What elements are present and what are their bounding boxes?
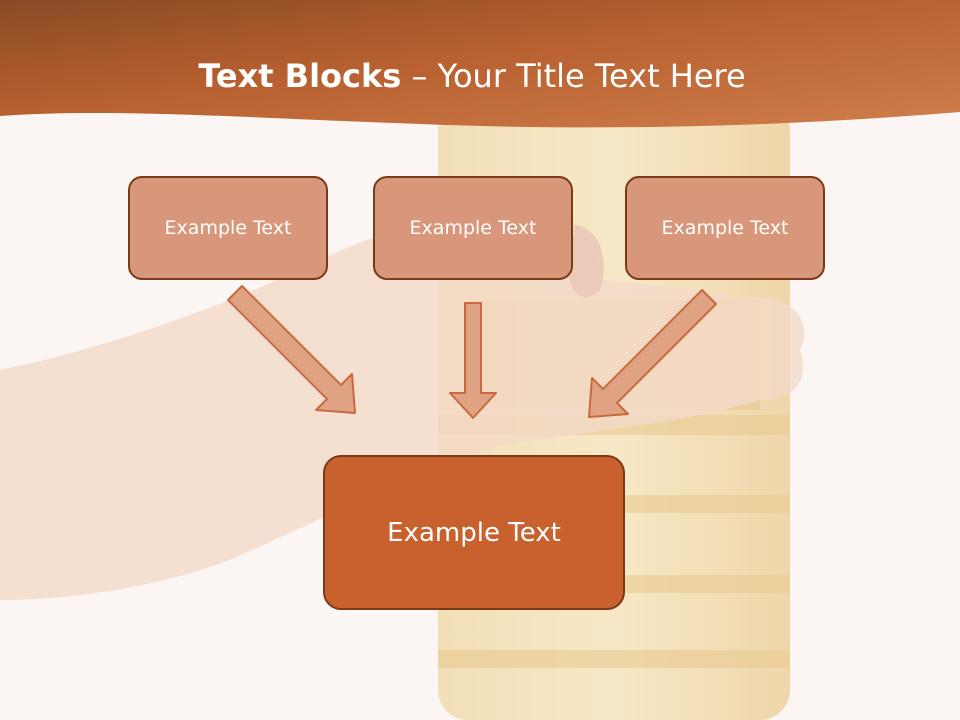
- text-block-right-label: Example Text: [661, 217, 789, 239]
- text-block-left[interactable]: Example Text: [128, 176, 328, 280]
- arrow-center: [449, 302, 497, 419]
- text-block-main-label: Example Text: [387, 517, 561, 548]
- title-bold: Text Blocks: [198, 57, 402, 95]
- text-block-main[interactable]: Example Text: [323, 455, 625, 610]
- arrow-right: [588, 289, 717, 418]
- title-rest: Your Title Text Here: [437, 57, 746, 95]
- text-block-left-label: Example Text: [164, 217, 292, 239]
- hand-image: [0, 209, 805, 600]
- slide-title: Text Blocks – Your Title Text Here: [0, 52, 944, 100]
- text-block-center[interactable]: Example Text: [373, 176, 573, 280]
- title-dash: –: [411, 57, 428, 95]
- text-block-center-label: Example Text: [409, 217, 537, 239]
- text-block-right[interactable]: Example Text: [625, 176, 825, 280]
- header-band: [0, 0, 960, 128]
- arrow-left: [227, 285, 356, 414]
